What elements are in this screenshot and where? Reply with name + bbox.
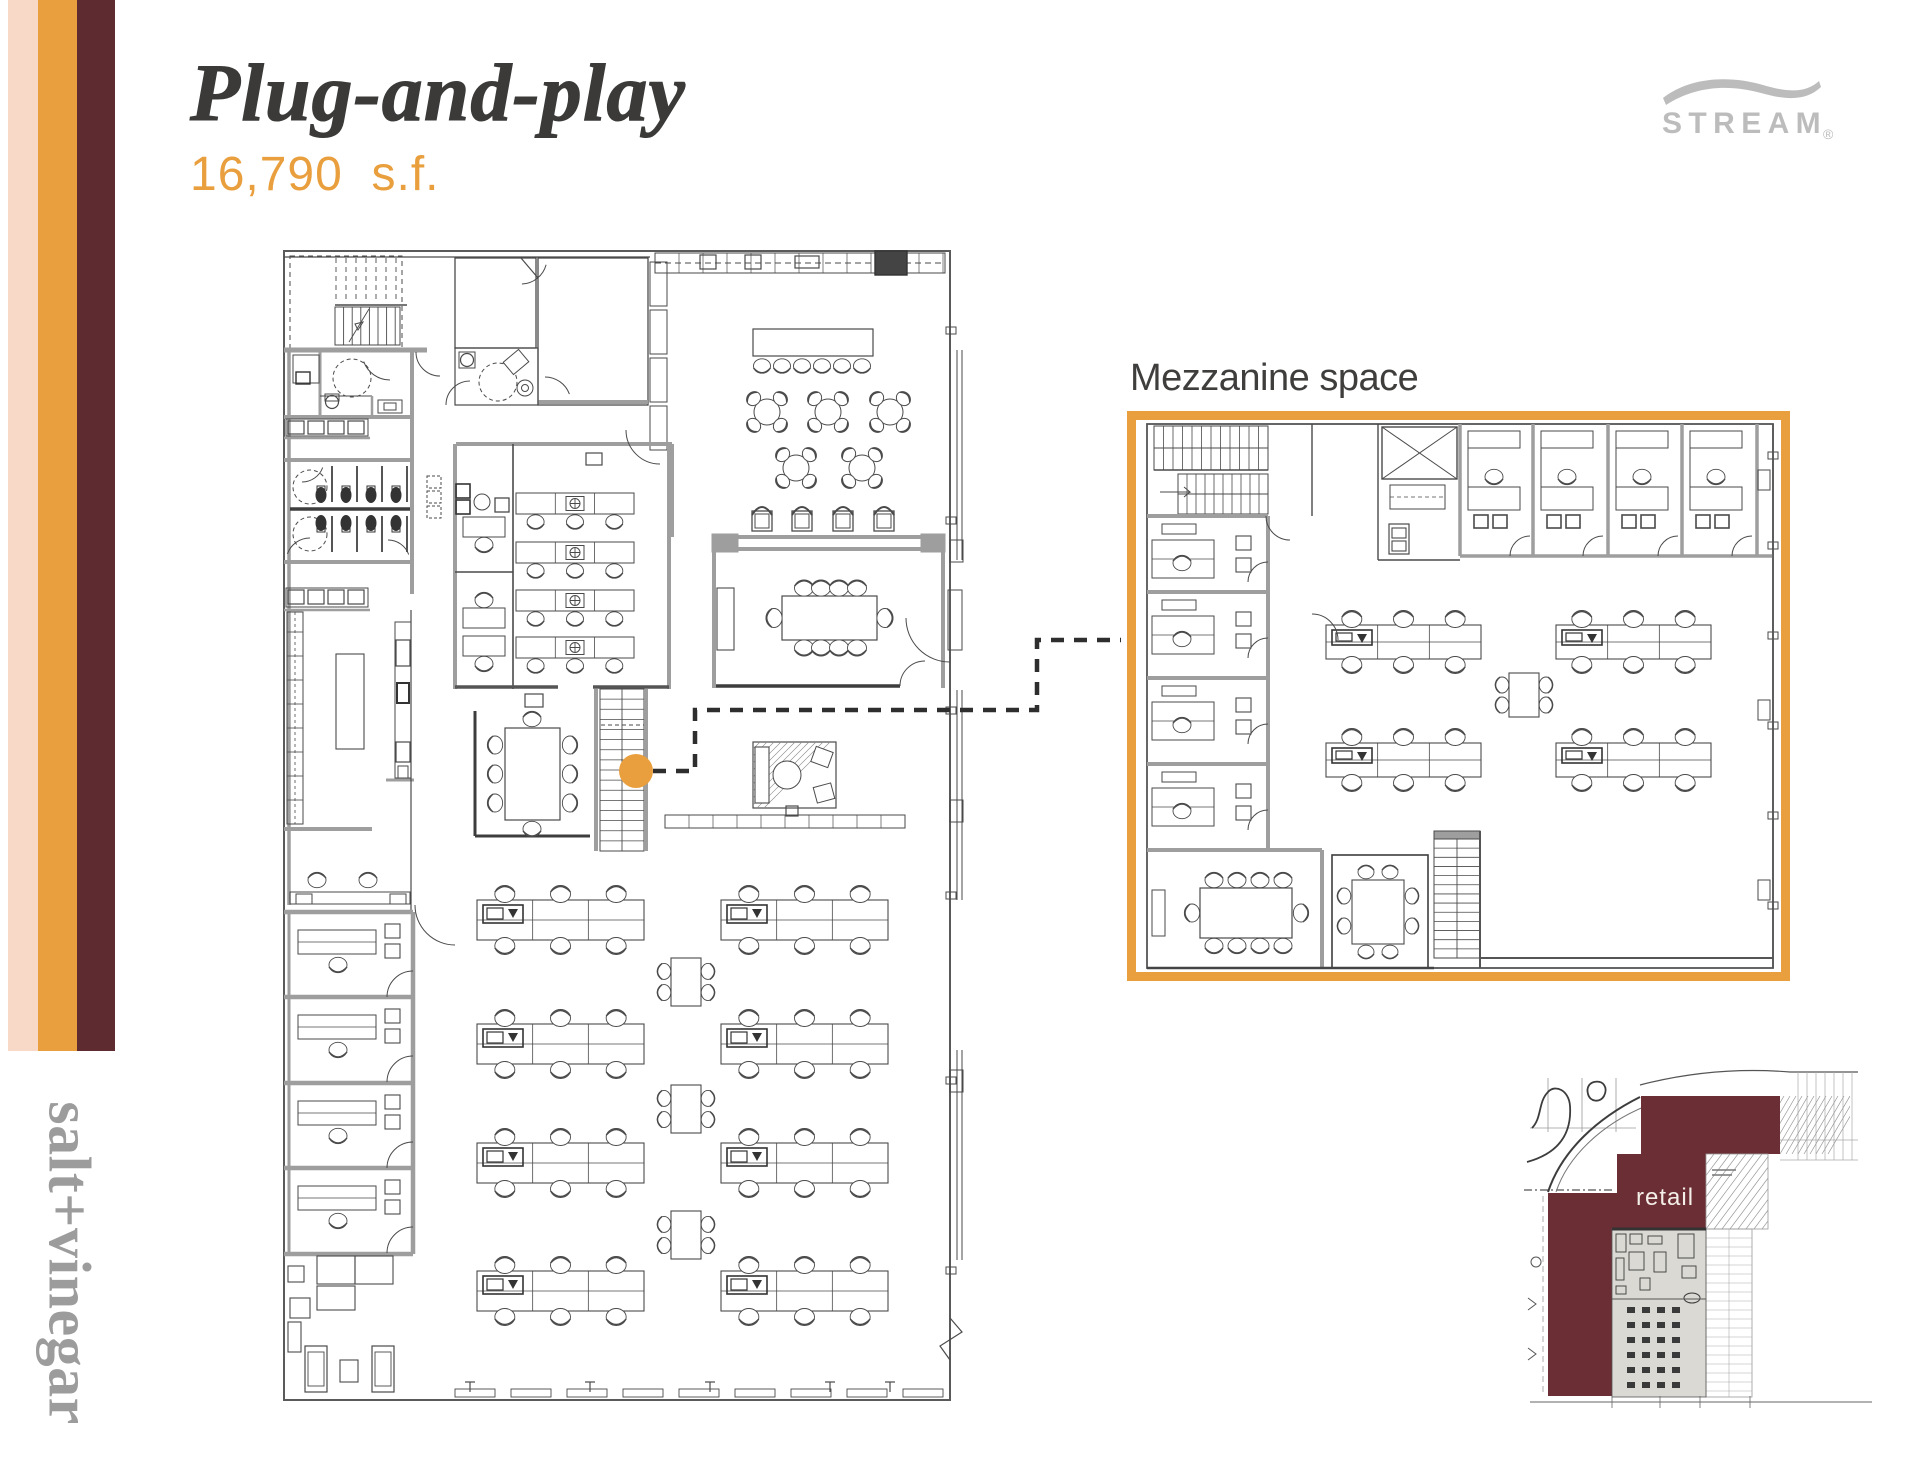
- svg-text:retail: retail: [1636, 1184, 1694, 1211]
- svg-text:®: ®: [1823, 126, 1834, 142]
- svg-text:STREAM: STREAM: [1662, 107, 1827, 140]
